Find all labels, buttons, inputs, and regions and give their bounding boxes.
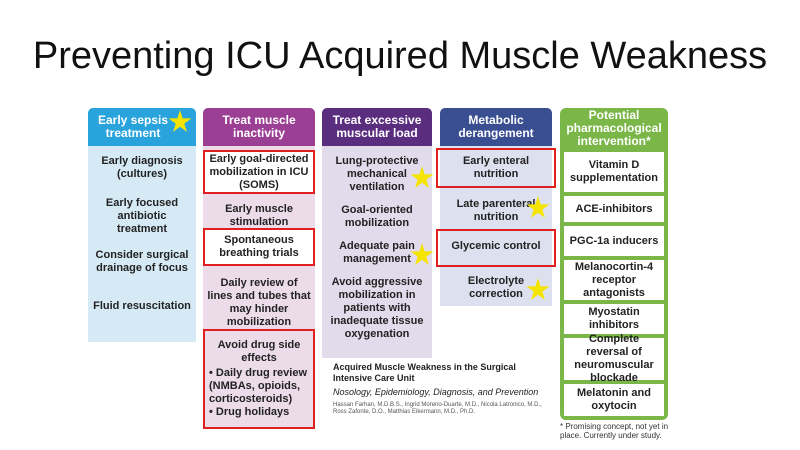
slide-title: Preventing ICU Acquired Muscle Weakness <box>32 35 768 77</box>
reference-title: Acquired Muscle Weakness in the Surgical… <box>333 362 516 383</box>
column-body: Early enteral nutrition Late parenteral … <box>440 146 552 306</box>
list-item: Glycemic control <box>451 239 541 252</box>
list-item: Early muscle stimulation <box>225 203 293 228</box>
column-body: Lung-protective mechanical ventilation G… <box>322 146 432 358</box>
list-item: ACE-inhibitors <box>564 196 664 222</box>
list-item: Early enteral nutrition <box>462 155 530 180</box>
column-body: Vitamin D supplementation ACE-inhibitors… <box>560 148 668 420</box>
bullet-item: • Daily drug review (NMBAs, opioids, cor… <box>209 367 308 405</box>
list-item: Late parenteral nutrition <box>456 198 536 223</box>
list-item: Goal-oriented mobilization <box>341 204 413 229</box>
drug-side-effects-box: Avoid drug side effects • Daily drug rev… <box>203 329 315 429</box>
list-item: Melanocortin-4 receptor antagonists <box>564 260 664 300</box>
column-excessive-load: Treat excessive muscular load Lung-prote… <box>322 108 432 358</box>
column-muscle-inactivity: Treat muscle inactivity Early goal-direc… <box>203 108 315 358</box>
list-item: Melatonin and oxytocin <box>564 384 664 416</box>
list-item: Vitamin D supplementation <box>564 152 664 192</box>
column-header: Potential pharmacological intervention* <box>560 108 668 148</box>
list-item: Consider surgical drainage of focus <box>95 249 189 274</box>
list-item: PGC-1a inducers <box>564 226 664 256</box>
list-item: Complete reversal of neuromuscular block… <box>564 333 664 384</box>
list-item: Early goal-directed mobilization in ICU … <box>203 150 315 194</box>
list-item: Fluid resuscitation <box>93 299 191 312</box>
list-item: Daily review of lines and tubes that may… <box>207 277 311 328</box>
drug-box-heading: Avoid drug side effects <box>217 339 301 364</box>
column-header: Treat excessive muscular load <box>322 108 432 146</box>
column-header: Metabolic derangement <box>440 108 552 146</box>
list-item: Adequate pain management <box>339 240 415 265</box>
list-item: Avoid aggressive mobilization in patient… <box>330 275 424 340</box>
drug-box-bullets: • Daily drug review (NMBAs, opioids, cor… <box>209 367 309 419</box>
list-item: Myostatin inhibitors <box>564 304 664 334</box>
column-header-label: Early sepsis treatment <box>97 113 169 140</box>
column-metabolic: Metabolic derangement Early enteral nutr… <box>440 108 552 306</box>
list-item: Electrolyte correction <box>467 275 525 300</box>
column-body: Early goal-directed mobilization in ICU … <box>203 146 315 358</box>
list-item: Early diagnosis (cultures) <box>101 155 183 180</box>
column-header: Treat muscle inactivity <box>203 108 315 146</box>
column-pharmacological: Potential pharmacological intervention* … <box>560 108 668 420</box>
list-item: Early focused antibiotic treatment <box>105 196 179 235</box>
column-body: Early diagnosis (cultures) Early focused… <box>88 146 196 342</box>
bullet-item: • Drug holidays <box>209 406 290 418</box>
list-item: Lung-protective mechanical ventilation <box>335 154 419 193</box>
highlight-box <box>436 148 556 188</box>
highlight-box <box>436 229 556 267</box>
footnote: * Promising concept, not yet in place. C… <box>560 422 669 440</box>
reference-subtitle: Nosology, Epidemiology, Diagnosis, and P… <box>333 387 539 397</box>
column-early-sepsis: Early sepsis treatment Early diagnosis (… <box>88 108 196 342</box>
list-item: Spontaneous breathing trials <box>203 228 315 266</box>
reference-authors: Hassan Farhan, M.D.B.S., Ingrid Moreno-D… <box>333 402 542 415</box>
reference-citation: Acquired Muscle Weakness in the Surgical… <box>333 362 543 416</box>
